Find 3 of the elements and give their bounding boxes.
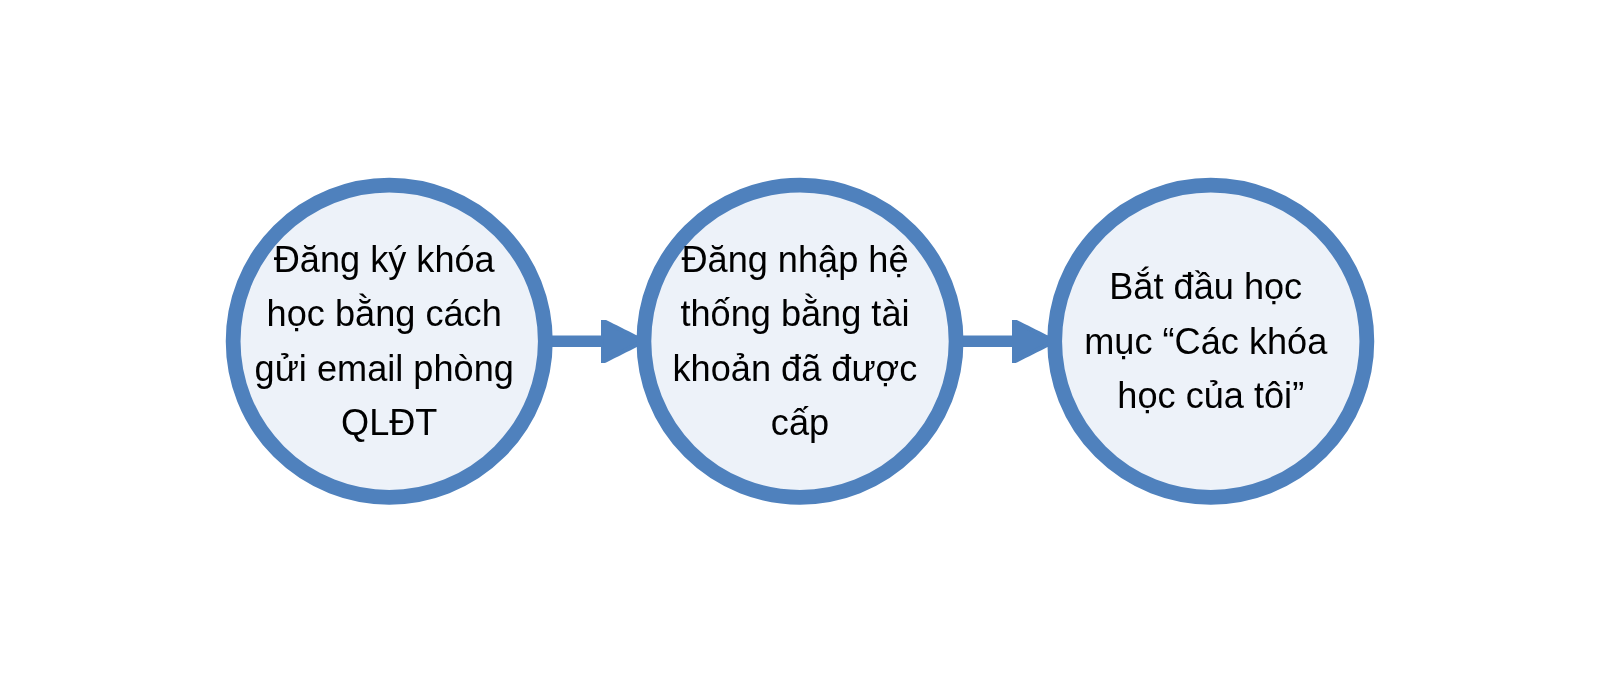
- node-circle: Đăng ký khóa học bằng cách gửi email phòng QLĐT: [225, 177, 553, 505]
- node-circle: Đăng nhập hệ thống bằng tài khoản đã được cấp: [636, 177, 964, 505]
- node-circle: Bắt đầu học mục “Các khóa học của tôi”: [1047, 177, 1375, 505]
